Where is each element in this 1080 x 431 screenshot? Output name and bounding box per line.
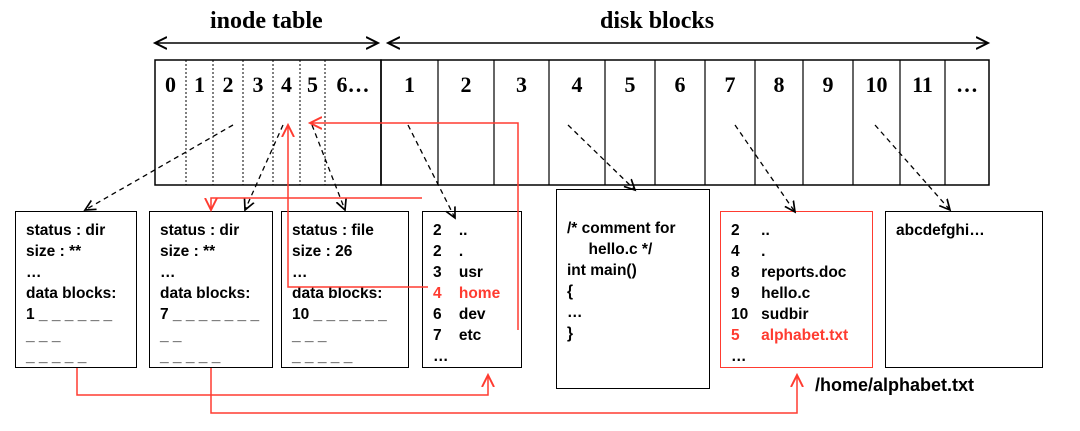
- box-line: 9 hello.c: [731, 285, 811, 302]
- disk-block-cell-10: 11: [912, 72, 933, 97]
- box-line: 10 sudbir: [731, 306, 809, 323]
- box-line: 7 etc: [433, 327, 482, 344]
- inode4-red-link: [211, 197, 422, 210]
- disk-block-cell-9: 10: [865, 72, 888, 97]
- inode-cell-3: 3: [252, 72, 264, 97]
- box-line: _ _ _ _ _: [160, 348, 221, 365]
- disk-block-cell-4: 5: [624, 72, 636, 97]
- box-line: 7 _ _ _ _ _ _ _: [160, 306, 260, 323]
- box-line: {: [567, 283, 574, 300]
- box-line: 4 .: [731, 243, 766, 260]
- inode-cell-5: 5: [307, 72, 318, 97]
- block-10-pointer: [874, 124, 950, 210]
- box-line: 1 _ _ _ _ _ _: [26, 306, 113, 323]
- inode-5-pointer: [311, 124, 345, 210]
- box-line: _ _ _: [26, 327, 61, 344]
- box-line: }: [567, 325, 574, 342]
- box-line: …: [26, 264, 42, 281]
- block-7-pointer: [734, 124, 795, 212]
- box-line: _ _: [160, 327, 182, 344]
- disk-block-cell-3: 4: [571, 72, 583, 97]
- inode-5-box: status : file size : 26 … data blocks: 10 _ …: [281, 211, 409, 368]
- box-line: status : dir: [160, 222, 240, 239]
- box-line: _ _ _ _ _: [26, 348, 87, 365]
- inode4-to-block7-arrow: [210, 368, 797, 414]
- box-line: 2 .: [433, 243, 464, 260]
- inode-table-title: inode table: [210, 8, 323, 34]
- disk-block-cell-11: …: [956, 72, 978, 97]
- inode-cell-4: 4: [281, 72, 292, 97]
- box-line: 2 ..: [433, 222, 468, 239]
- box-line: 3 usr: [433, 264, 483, 281]
- block-10-file-box: abcdefghi…: [885, 211, 1043, 368]
- box-line: size : **: [26, 243, 82, 260]
- box-line: data blocks:: [160, 285, 251, 302]
- inode-0-box: status : dir size : ** … data blocks: 1 _ _ …: [15, 211, 137, 368]
- box-line: hello.c */: [567, 241, 653, 258]
- box-line: status : file: [292, 222, 374, 239]
- disk-block-cell-1: 2: [460, 72, 472, 97]
- box-line: _ _ _: [292, 327, 327, 344]
- box-line: abcdefghi…: [896, 222, 985, 239]
- disk-block-cell-0: 1: [404, 72, 415, 97]
- disk-block-cell-8: 9: [822, 72, 834, 97]
- box-line: /* comment for: [567, 220, 676, 237]
- disk-block-cell-7: 8: [773, 72, 785, 97]
- inode-cell-6: 6…: [336, 72, 370, 97]
- box-line: status : dir: [26, 222, 106, 239]
- path-label: /home/alphabet.txt: [815, 375, 975, 395]
- inode-cell-1: 1: [194, 72, 205, 97]
- block-4-source-box: /* comment for hello.c */ int main() { …}: [556, 189, 710, 389]
- disk-block-cell-6: 7: [724, 72, 736, 97]
- box-line: int main(): [567, 262, 637, 279]
- disk-block-cell-5: 6: [674, 72, 686, 97]
- box-line: …: [160, 264, 176, 281]
- box-line: data blocks:: [26, 285, 117, 302]
- disk-blocks-title: disk blocks: [600, 8, 715, 34]
- inode-0-pointer: [85, 124, 234, 210]
- box-line: 6 dev: [433, 306, 486, 323]
- box-line: 8 reports.doc: [731, 264, 847, 281]
- box-line: 2 ..: [731, 222, 770, 239]
- inode-cell-2: 2: [222, 72, 234, 97]
- box-line: …: [567, 304, 583, 321]
- box-line: 4 home: [433, 285, 501, 302]
- disk-block-cell-2: 3: [516, 72, 527, 97]
- inode-4-pointer: [245, 124, 284, 210]
- inode0-to-block1-arrow: [76, 368, 488, 396]
- box-line: size : 26: [292, 243, 353, 260]
- box-line: …: [433, 348, 449, 365]
- box-line: data blocks:: [292, 285, 383, 302]
- alphabet-to-inode5-arrow: [310, 123, 519, 330]
- box-line: …: [731, 348, 747, 365]
- inode-cell-0: 0: [165, 72, 176, 97]
- home-to-inode4-arrow: [288, 125, 428, 288]
- box-line: _ _ _ _ _: [292, 348, 353, 365]
- block-7-home-dir-box: 2 .. 4 . 8 reports.doc 9 hello.c 10 sudbir 5 …: [720, 211, 873, 368]
- box-line: 5 alphabet.txt: [731, 327, 849, 344]
- block-4-pointer: [567, 124, 635, 190]
- box-line: …: [292, 264, 308, 281]
- block-1-pointer: [407, 124, 455, 218]
- box-line: 10 _ _ _ _ _ _: [292, 306, 387, 323]
- inode-4-box: status : dir size : ** … data blocks: 7 _ _ …: [149, 211, 273, 368]
- box-line: size : **: [160, 243, 216, 260]
- block-1-root-dir-box: 2 .. 2 . 3 usr 4 home 6 dev 7 etc …: [422, 211, 522, 368]
